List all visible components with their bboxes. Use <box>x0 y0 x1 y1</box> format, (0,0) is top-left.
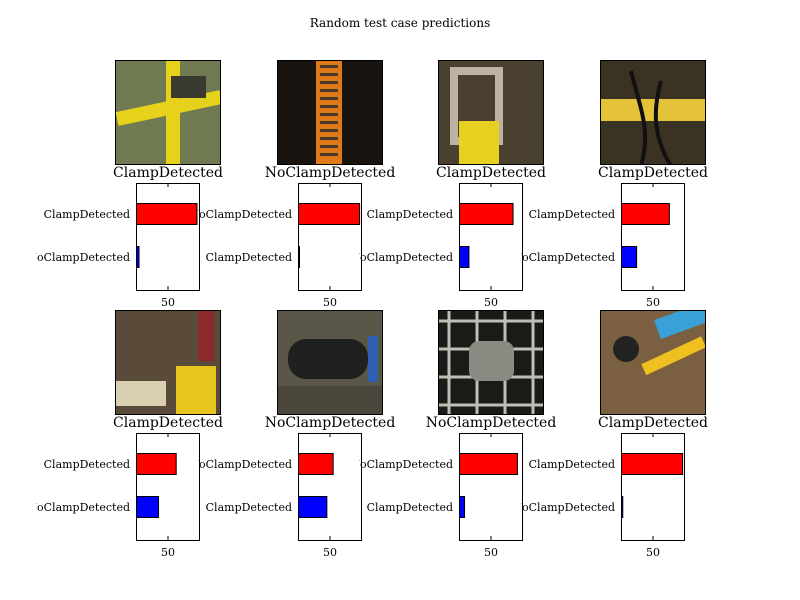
category-tick-label: ClampDetected <box>529 458 615 471</box>
category-tick-label: NoClampDetected <box>36 501 130 514</box>
prediction-label: ClampDetected <box>436 165 546 181</box>
dark-barcode-photo <box>277 60 383 165</box>
category-tick-label: NoClampDetected <box>521 251 615 264</box>
axes-frame <box>298 183 362 291</box>
category-tick-label: NoClampDetected <box>359 458 453 471</box>
x-tick-label: 50 <box>646 296 660 309</box>
probability-bar <box>621 496 624 518</box>
x-tick-label: 50 <box>323 296 337 309</box>
category-tick-label: NoClampDetected <box>521 501 615 514</box>
prediction-label: ClampDetected <box>598 415 708 431</box>
axes-frame <box>621 183 685 291</box>
pipe-with-cables-photo <box>600 60 706 165</box>
probability-bar <box>459 203 514 225</box>
axes-frame <box>136 183 200 291</box>
probability-bar <box>298 496 328 518</box>
black-pipe-coupling-photo <box>277 310 383 415</box>
valve-handle-photo <box>600 310 706 415</box>
x-tick-label: 50 <box>161 546 175 559</box>
x-tick-label: 50 <box>646 546 660 559</box>
probability-bar <box>459 496 466 518</box>
yellow-fitting-photo <box>115 310 221 415</box>
prediction-label: ClampDetected <box>113 165 223 181</box>
category-tick-label: ClampDetected <box>367 208 453 221</box>
probability-bar <box>459 453 518 475</box>
axes-frame <box>621 433 685 541</box>
prediction-label: NoClampDetected <box>425 415 557 431</box>
category-tick-label: ClampDetected <box>206 501 292 514</box>
probability-bar <box>136 453 177 475</box>
category-tick-label: NoClampDetected <box>359 251 453 264</box>
probability-bar <box>298 453 334 475</box>
axes-frame <box>459 433 523 541</box>
category-tick-label: NoClampDetected <box>198 208 292 221</box>
category-tick-label: ClampDetected <box>367 501 453 514</box>
page-title: Random test case predictions <box>309 16 491 30</box>
prediction-label: ClampDetected <box>598 165 708 181</box>
axes-frame <box>298 433 362 541</box>
probability-bar <box>459 246 470 268</box>
clamp-on-valve-photo <box>438 60 544 165</box>
probability-bar <box>136 246 140 268</box>
axes-frame <box>459 183 523 291</box>
prediction-label: ClampDetected <box>113 415 223 431</box>
category-tick-label: ClampDetected <box>44 208 130 221</box>
x-tick-label: 50 <box>323 546 337 559</box>
probability-bar <box>136 203 198 225</box>
category-tick-label: ClampDetected <box>44 458 130 471</box>
x-tick-label: 50 <box>484 546 498 559</box>
prediction-label: NoClampDetected <box>264 415 396 431</box>
probability-bar <box>298 246 300 268</box>
x-tick-label: 50 <box>161 296 175 309</box>
category-tick-label: NoClampDetected <box>36 251 130 264</box>
category-tick-label: NoClampDetected <box>198 458 292 471</box>
metal-grate-photo <box>438 310 544 415</box>
probability-bar <box>621 453 684 475</box>
probability-bar <box>298 203 361 225</box>
yellow-pipe-clamp-photo <box>115 60 221 165</box>
probability-bar <box>621 246 638 268</box>
x-tick-label: 50 <box>484 296 498 309</box>
axes-frame <box>136 433 200 541</box>
category-tick-label: ClampDetected <box>206 251 292 264</box>
prediction-label: NoClampDetected <box>264 165 396 181</box>
category-tick-label: ClampDetected <box>529 208 615 221</box>
probability-bar <box>136 496 160 518</box>
probability-bar <box>621 203 670 225</box>
